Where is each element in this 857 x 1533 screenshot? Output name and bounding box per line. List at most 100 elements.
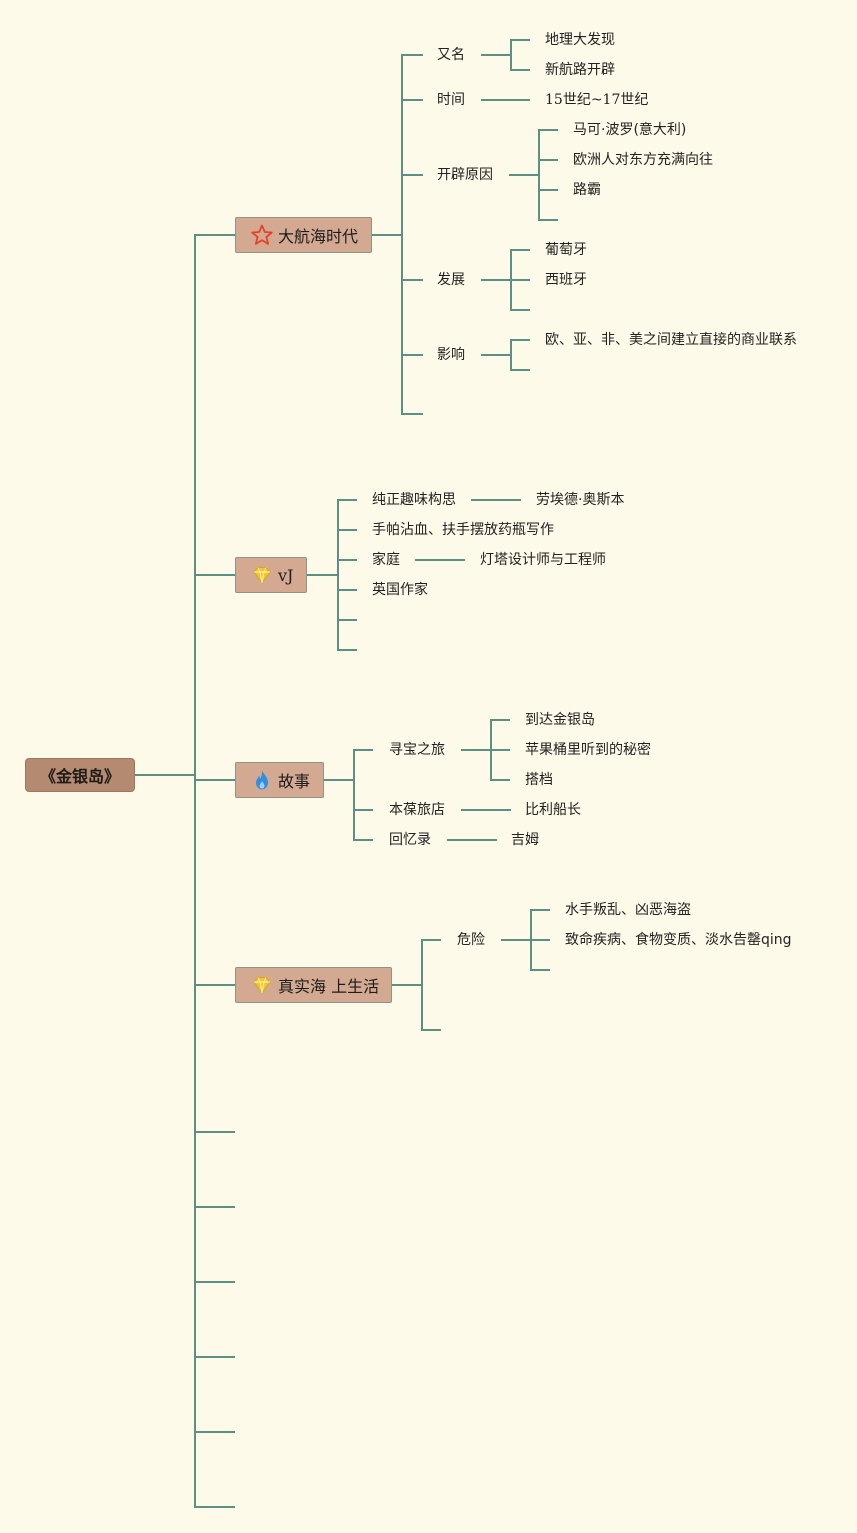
- subtopic-label[interactable]: 回忆录: [389, 832, 431, 848]
- connector-line: [337, 559, 357, 561]
- connector-line: [538, 129, 558, 131]
- leaf-label[interactable]: 吉姆: [511, 832, 539, 848]
- empty-branch-line: [510, 309, 530, 311]
- connector-line: [481, 54, 511, 56]
- topic-node-sea-life[interactable]: 真实海 上生活: [235, 967, 392, 1003]
- empty-branch-line: [538, 219, 558, 221]
- leaf-label[interactable]: 马可·波罗(意大利): [573, 122, 687, 138]
- empty-branch-line: [194, 1206, 235, 1208]
- root-node[interactable]: 《金银岛》: [25, 758, 135, 792]
- leaf-label[interactable]: 劳埃德·奥斯本: [536, 492, 625, 508]
- diamond-icon: [250, 563, 274, 587]
- branch-line: [421, 939, 423, 1031]
- branch-line: [538, 129, 540, 221]
- leaf-label[interactable]: 路霸: [573, 182, 601, 198]
- subtopic-label[interactable]: 又名: [437, 47, 465, 63]
- leaf-label[interactable]: 欧、亚、非、美之间建立直接的商业联系: [545, 332, 797, 348]
- subtopic-label[interactable]: 发展: [437, 272, 465, 288]
- connector-line: [481, 354, 511, 356]
- connector-line: [337, 499, 357, 501]
- leaf-label[interactable]: 致命疾病、食物变质、淡水告罄qing: [565, 932, 792, 948]
- topic-label: 真实海 上生活: [278, 977, 380, 996]
- branch-line: [337, 499, 339, 651]
- connector-line: [509, 174, 539, 176]
- connector-line: [194, 984, 235, 986]
- subtopic-label[interactable]: 寻宝之旅: [389, 742, 445, 758]
- leaf-label[interactable]: 西班牙: [545, 272, 587, 288]
- connector-line: [538, 189, 558, 191]
- leaf-label[interactable]: 水手叛乱、凶恶海盗: [565, 902, 691, 918]
- subtopic-label[interactable]: 英国作家: [372, 582, 428, 598]
- subtopic-label[interactable]: 危险: [457, 932, 485, 948]
- connector-line: [530, 909, 550, 911]
- diamond-icon: [250, 973, 274, 997]
- empty-branch-line: [510, 369, 530, 371]
- connector-line: [307, 574, 338, 576]
- connector-line: [538, 159, 558, 161]
- leaf-label[interactable]: 到达金银岛: [525, 712, 595, 728]
- leaf-label[interactable]: 欧洲人对东方充满向往: [573, 152, 713, 168]
- subtopic-label[interactable]: 影响: [437, 347, 465, 363]
- empty-branch-line: [194, 1281, 235, 1283]
- leaf-label[interactable]: 地理大发现: [545, 32, 615, 48]
- subtopic-label[interactable]: 纯正趣味构思: [372, 492, 456, 508]
- leaf-label[interactable]: 灯塔设计师与工程师: [480, 552, 606, 568]
- empty-branch-line: [421, 1029, 441, 1031]
- topic-label: 大航海时代: [278, 227, 359, 246]
- empty-branch-line: [194, 1431, 235, 1433]
- connector-line: [481, 279, 511, 281]
- connector-line: [530, 939, 550, 941]
- leaf-label[interactable]: 苹果桶里听到的秘密: [525, 742, 651, 758]
- branch-line: [510, 39, 512, 71]
- leaf-label[interactable]: 葡萄牙: [545, 242, 587, 258]
- connector-line: [324, 779, 354, 781]
- empty-branch-line: [194, 1506, 235, 1508]
- empty-branch-line: [194, 1356, 235, 1358]
- connector-line: [510, 279, 530, 281]
- connector-line: [135, 774, 195, 776]
- connector-line: [353, 809, 373, 811]
- connector-line: [401, 279, 423, 281]
- leaf-label[interactable]: 搭档: [525, 772, 553, 788]
- connector-line: [194, 234, 235, 236]
- branch-line: [510, 339, 512, 371]
- empty-branch-line: [401, 413, 423, 415]
- connector-line: [194, 779, 235, 781]
- connector-line: [510, 69, 530, 71]
- subtopic-label[interactable]: 本葆旅店: [389, 802, 445, 818]
- subtopic-label[interactable]: 手帕沾血、扶手摆放药瓶写作: [372, 522, 554, 538]
- trunk-line: [194, 234, 196, 1508]
- subtopic-label[interactable]: 时间: [437, 92, 465, 108]
- subtopic-label[interactable]: 家庭: [372, 552, 400, 568]
- leaf-label[interactable]: 15世纪~17世纪: [545, 92, 649, 108]
- connector-line: [337, 589, 357, 591]
- connector-line: [392, 984, 422, 986]
- branch-line: [401, 54, 403, 415]
- topic-node-author[interactable]: vJ: [235, 557, 307, 593]
- connector-line: [353, 749, 373, 751]
- leaf-label[interactable]: 比利船长: [525, 802, 581, 818]
- connector-line: [401, 99, 423, 101]
- connector-line: [501, 939, 531, 941]
- connector-line: [401, 354, 423, 356]
- connector-line: [401, 174, 423, 176]
- star-icon: [250, 223, 274, 247]
- connector-line: [490, 779, 510, 781]
- connector-line: [194, 574, 235, 576]
- empty-branch-line: [194, 1131, 235, 1133]
- topic-label: vJ: [278, 565, 294, 585]
- subtopic-label[interactable]: 开辟原因: [437, 167, 493, 183]
- empty-branch-line: [337, 619, 357, 621]
- connector-line: [337, 529, 357, 531]
- empty-branch-line: [530, 969, 550, 971]
- connector-line: [447, 839, 497, 841]
- fire-icon: [250, 768, 274, 792]
- connector-line: [415, 559, 465, 561]
- connector-line: [372, 234, 402, 236]
- connector-line: [490, 719, 510, 721]
- leaf-label[interactable]: 新航路开辟: [545, 62, 615, 78]
- connector-line: [471, 499, 521, 501]
- topic-node-age-of-discovery[interactable]: 大航海时代: [235, 217, 372, 253]
- root-label: 《金银岛》: [39, 767, 120, 786]
- topic-node-story[interactable]: 故事: [235, 762, 324, 798]
